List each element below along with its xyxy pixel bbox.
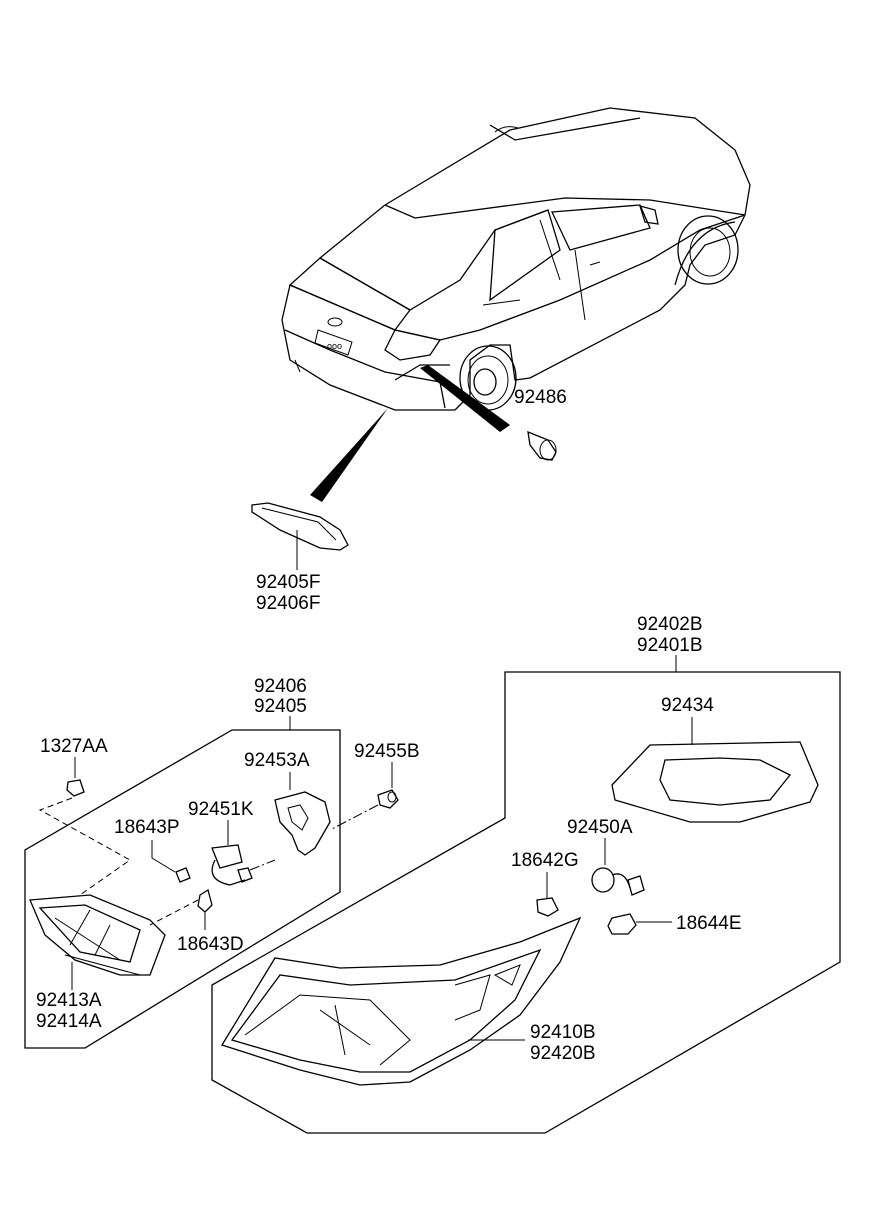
label-92455B: 92455B [354, 741, 420, 762]
label-92451K: 92451K [188, 799, 254, 820]
label-18643P: 18643P [114, 817, 180, 838]
socket-wiring-92451K [211, 844, 253, 886]
grommet-92486 [527, 430, 557, 461]
reflector-92405F [251, 502, 349, 551]
grommet-92455B [377, 789, 399, 809]
bulb-18643D [197, 888, 213, 913]
label-92405: 92405 [254, 696, 307, 717]
lamp-assembly-92413A [29, 894, 166, 976]
gasket-92434 [611, 741, 819, 823]
label-92406F: 92406F [256, 593, 320, 614]
label-92453A: 92453A [244, 750, 310, 771]
group-boundary-outer-lamp [211, 671, 841, 1134]
label-18643D: 18643D [177, 934, 244, 955]
label-92401B: 92401B [637, 635, 703, 656]
label-18642G: 18642G [511, 850, 579, 871]
pointer-wedge-right [420, 365, 510, 432]
group-boundary-inner-lamp [24, 729, 341, 1049]
socket-wiring-92450A [591, 867, 645, 896]
dashed-line-92453A [249, 859, 276, 871]
label-18644E: 18644E [676, 913, 742, 934]
svg-text:ooo: ooo [327, 341, 342, 351]
label-92434: 92434 [661, 695, 714, 716]
label-92406: 92406 [254, 676, 307, 697]
label-92486: 92486 [514, 387, 567, 408]
car-illustration: ooo [281, 107, 751, 411]
dashed-line-18643D [149, 899, 199, 926]
label-92450A: 92450A [567, 817, 633, 838]
bulb-18643P [175, 867, 191, 883]
label-92414A: 92414A [36, 1011, 102, 1032]
label-92402B: 92402B [637, 614, 703, 635]
dashed-line-92455B [329, 804, 379, 831]
label-92410B: 92410B [530, 1022, 596, 1043]
gasket-92453A [274, 791, 331, 856]
bulb-18644E [607, 913, 637, 935]
pointer-wedge-left [310, 398, 395, 502]
label-92413A: 92413A [36, 990, 102, 1011]
bulb-18642G [536, 897, 559, 917]
lamp-assembly-92410B [221, 916, 582, 1086]
leader-18643P [151, 840, 176, 873]
nut-1327AA [66, 779, 85, 797]
label-92420B: 92420B [530, 1043, 596, 1064]
dashed-guide-1327AA [38, 797, 131, 896]
label-1327AA: 1327AA [40, 736, 108, 757]
label-92405F: 92405F [256, 572, 320, 593]
